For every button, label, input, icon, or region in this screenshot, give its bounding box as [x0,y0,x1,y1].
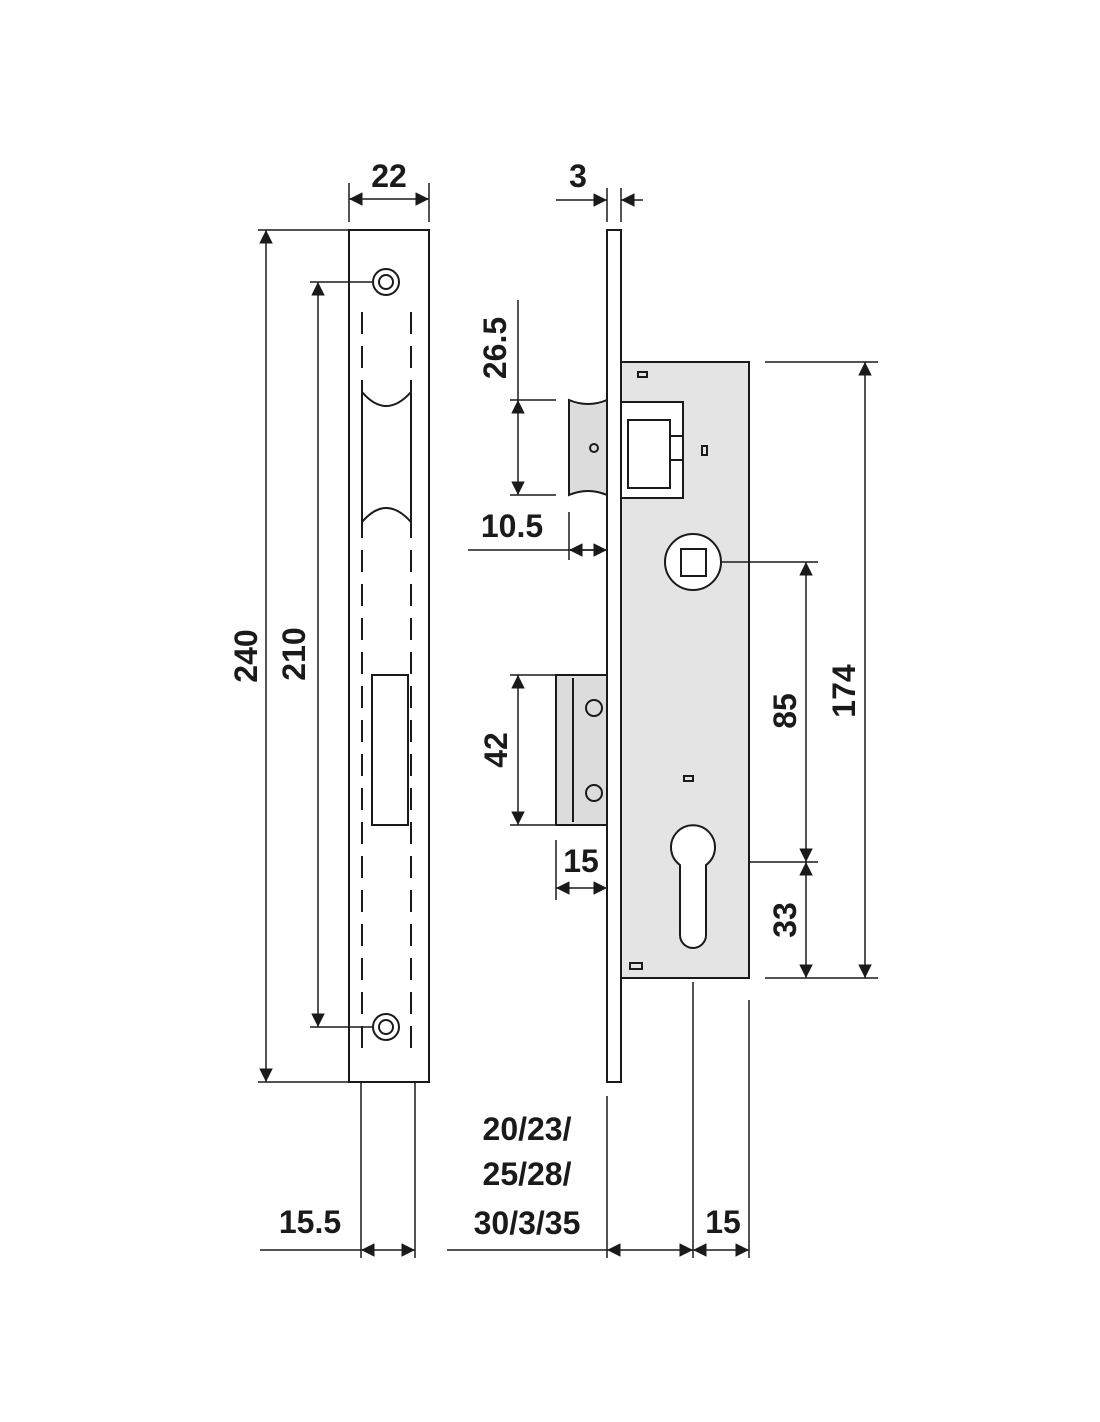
dim-cylinder-to-bottom: 33 [767,902,803,938]
dim-faceplate-height: 240 [228,629,264,682]
faceplate-side [606,229,622,1083]
dead-bolt [555,674,608,826]
dim-bolt-height: 42 [478,732,514,768]
dim-bolt-projection: 15 [563,843,599,879]
dim-case-height: 174 [826,664,862,718]
cylinder-hole [670,824,716,949]
dim-screw-spacing: 210 [276,627,312,680]
slot [683,775,694,782]
dim-faceplate-offset: 15.5 [279,1204,341,1240]
dimension-lines [258,183,878,1258]
lock-side-view [555,229,750,1083]
dim-case-edge-offset: 15 [705,1204,741,1240]
slot [629,962,643,970]
slot [701,445,708,456]
spindle-follower [664,533,722,591]
faceplate-front-view [348,229,430,1083]
dim-spindle-to-cylinder: 85 [767,693,803,729]
dimension-labels: 22 3 240 210 26.5 10.5 42 15 85 174 33 1… [228,158,862,1241]
dim-backset-line-3: 30/3/35 [474,1205,581,1241]
dim-backset-line-2: 25/28/ [483,1156,572,1192]
dim-faceplate-thickness: 3 [569,158,587,194]
latch-opening [361,389,412,525]
dim-latch-projection: 10.5 [481,508,543,544]
slot [637,371,648,378]
bottom-screw-hole [372,1013,400,1041]
dim-backset-line-1: 20/23/ [483,1111,572,1147]
dim-faceplate-width: 22 [371,158,407,194]
latch-bolt [568,398,684,499]
top-screw-hole [372,268,400,296]
dim-latch-height: 26.5 [477,317,513,379]
bolt-opening [371,674,409,826]
